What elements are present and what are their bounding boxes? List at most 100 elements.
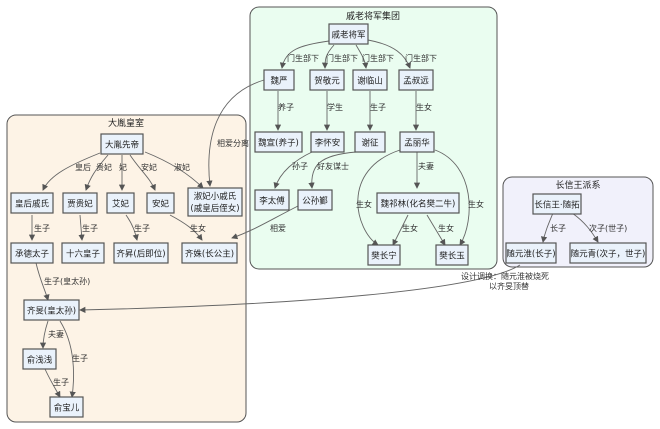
- svg-text:齐旻(皇太孙): 齐旻(皇太孙): [27, 306, 76, 317]
- svg-text:次子(世子): 次子(世子): [589, 223, 627, 233]
- node-consort-ai[interactable]: 艾妃: [106, 192, 135, 214]
- cluster-title-changxin: 长信王派系: [555, 179, 600, 191]
- edge-qimin-yubaoer: 生子: [59, 320, 88, 398]
- svg-text:淑妃: 淑妃: [174, 162, 190, 172]
- node-consort-an[interactable]: 安妃: [146, 192, 175, 214]
- svg-text:皇后戚氏: 皇后戚氏: [15, 199, 50, 210]
- node-king-changxin[interactable]: 长信王·随拓: [532, 193, 582, 215]
- edge-king-yuanhuai: 长子: [540, 212, 566, 243]
- node-meng-shuyuan[interactable]: 孟叔远: [398, 69, 434, 91]
- svg-text:安妃: 安妃: [152, 199, 170, 210]
- node-empress-qi[interactable]: 皇后戚氏: [10, 192, 54, 214]
- edge-menglihua-fanchangyu: 生女: [434, 149, 484, 246]
- node-sui-yuanqing[interactable]: 随元青(次子，世子): [569, 242, 647, 264]
- edge-qimin-yuqianqian: 夫妻: [39, 320, 64, 349]
- node-wei-yan[interactable]: 魏严: [263, 69, 295, 91]
- svg-text:魏宣(养子): 魏宣(养子): [258, 138, 299, 149]
- svg-text:孟叔远: 孟叔远: [403, 76, 429, 87]
- svg-text:生子: 生子: [370, 102, 386, 112]
- svg-text:公孙鄞: 公孙鄞: [302, 196, 328, 207]
- node-yu-baoer[interactable]: 俞宝儿: [49, 396, 84, 418]
- svg-text:生子: 生子: [53, 377, 69, 387]
- svg-text:设计调换：随元淮被烧死: 设计调换：随元淮被烧死: [461, 271, 549, 281]
- node-wei-xuan[interactable]: 魏宣(养子): [254, 131, 303, 153]
- svg-text:相爱: 相爱: [270, 223, 286, 233]
- svg-text:生子: 生子: [72, 353, 88, 363]
- node-qi-sheng[interactable]: 齐昇(后即位): [113, 242, 169, 264]
- svg-text:生女: 生女: [190, 223, 206, 233]
- edge-ai-qisheng: 生子: [125, 214, 150, 241]
- edge-xiezheng-gongsunyin: 好友谋士: [308, 151, 357, 189]
- node-li-taifu[interactable]: 李太傅: [254, 189, 290, 211]
- svg-text:安妃: 安妃: [141, 162, 157, 172]
- edge-crownprince-qimin: 生子(皇太孙): [35, 262, 90, 301]
- svg-text:(戚皇后侄女): (戚皇后侄女): [190, 203, 239, 214]
- svg-text:俞宝儿: 俞宝儿: [54, 403, 80, 414]
- edge-qi-hejingyuan: 门生部下: [321, 44, 358, 69]
- svg-text:好友谋士: 好友谋士: [317, 161, 349, 171]
- svg-text:艾妃: 艾妃: [112, 199, 130, 210]
- edge-qi-xielinshan: 门生部下: [355, 44, 394, 69]
- node-prince16[interactable]: 十六皇子: [61, 242, 105, 264]
- svg-text:生子(皇太孙): 生子(皇太孙): [44, 276, 90, 286]
- node-fan-changning[interactable]: 樊长宁: [367, 244, 401, 266]
- svg-text:孟丽华: 孟丽华: [404, 138, 430, 149]
- edge-emperor-jia: 贵妃: [84, 154, 112, 191]
- node-sui-yuanhuai[interactable]: 随元淮(长子): [505, 242, 557, 264]
- svg-text:门生部下: 门生部下: [405, 53, 437, 63]
- svg-text:樊长宁: 樊长宁: [371, 251, 397, 262]
- edge-menglihua-weiqilin: 夫妻: [413, 152, 434, 189]
- edge-weiyan-consortshu: 相爱分离: [206, 79, 265, 187]
- svg-text:承德太子: 承德太子: [15, 249, 50, 260]
- node-crown-prince[interactable]: 承德太子: [10, 242, 54, 264]
- svg-text:谢临山: 谢临山: [357, 76, 383, 87]
- svg-text:门生部下: 门生部下: [362, 53, 394, 63]
- svg-text:十六皇子: 十六皇子: [66, 249, 101, 260]
- node-qi-shu[interactable]: 齐姝(长公主): [181, 242, 238, 264]
- node-xie-zheng[interactable]: 谢征: [354, 131, 386, 153]
- svg-text:夫妻: 夫妻: [418, 161, 434, 171]
- svg-text:生子: 生子: [82, 223, 98, 233]
- node-emperor[interactable]: 大胤先帝: [100, 133, 144, 155]
- node-qi-min[interactable]: 齐旻(皇太孙): [23, 299, 80, 321]
- node-fan-changyu[interactable]: 樊长玉: [435, 244, 469, 266]
- edge-an-qishu: 生女: [169, 214, 206, 241]
- node-yu-qianqian[interactable]: 俞浅浅: [22, 348, 57, 370]
- svg-text:齐姝(长公主): 齐姝(长公主): [185, 249, 234, 260]
- svg-text:生女: 生女: [438, 223, 454, 233]
- cluster-title-royal: 大胤皇室: [108, 117, 144, 129]
- svg-text:门生部下: 门生部下: [287, 53, 319, 63]
- svg-text:以齐旻顶替: 以齐旻顶替: [489, 281, 529, 291]
- svg-text:贺敬元: 贺敬元: [314, 76, 340, 87]
- node-meng-lihua[interactable]: 孟丽华: [399, 131, 435, 153]
- edge-emperor-ai: 妃: [118, 155, 127, 191]
- node-qi-general[interactable]: 戚老将军: [328, 23, 369, 45]
- edge-qi-weiyan: 门生部下: [279, 40, 330, 69]
- node-xie-linshan[interactable]: 谢临山: [352, 69, 388, 91]
- node-li-huaian[interactable]: 李怀安: [310, 131, 345, 153]
- edge-weiqilin-fanchangyu: 生女: [426, 214, 454, 246]
- node-gongsun-yin[interactable]: 公孙鄞: [297, 189, 333, 211]
- cluster-royal: 大胤皇室: [6, 114, 247, 423]
- svg-text:魏祁林(化名樊二牛): 魏祁林(化名樊二牛): [381, 199, 456, 210]
- node-wei-qilin[interactable]: 魏祁林(化名樊二牛): [376, 192, 460, 214]
- svg-text:俞浅浅: 俞浅浅: [27, 355, 53, 366]
- svg-text:孙子: 孙子: [292, 161, 308, 171]
- svg-text:长信王·随拓: 长信王·随拓: [534, 200, 580, 211]
- svg-text:生女: 生女: [356, 199, 372, 209]
- svg-text:戚老将军: 戚老将军: [331, 30, 365, 41]
- svg-text:李太傅: 李太傅: [259, 196, 285, 207]
- edge-emperor-empress: 皇后: [42, 152, 101, 191]
- svg-text:大胤先帝: 大胤先帝: [105, 140, 139, 151]
- svg-text:生女: 生女: [416, 102, 432, 112]
- svg-text:淑妃小戚氏: 淑妃小戚氏: [194, 191, 237, 202]
- svg-text:夫妻: 夫妻: [48, 329, 64, 339]
- node-he-jingyuan[interactable]: 贺敬元: [309, 69, 345, 91]
- cluster-title-military: 戚老将军集团: [346, 10, 400, 22]
- node-consort-shu[interactable]: 淑妃小戚氏(戚皇后侄女): [187, 187, 243, 217]
- svg-text:养子: 养子: [278, 102, 294, 112]
- node-consort-jia[interactable]: 贾贵妃: [62, 192, 98, 214]
- svg-text:随元青(次子，世子): 随元青(次子，世子): [571, 249, 646, 260]
- svg-text:门生部下: 门生部下: [326, 53, 358, 63]
